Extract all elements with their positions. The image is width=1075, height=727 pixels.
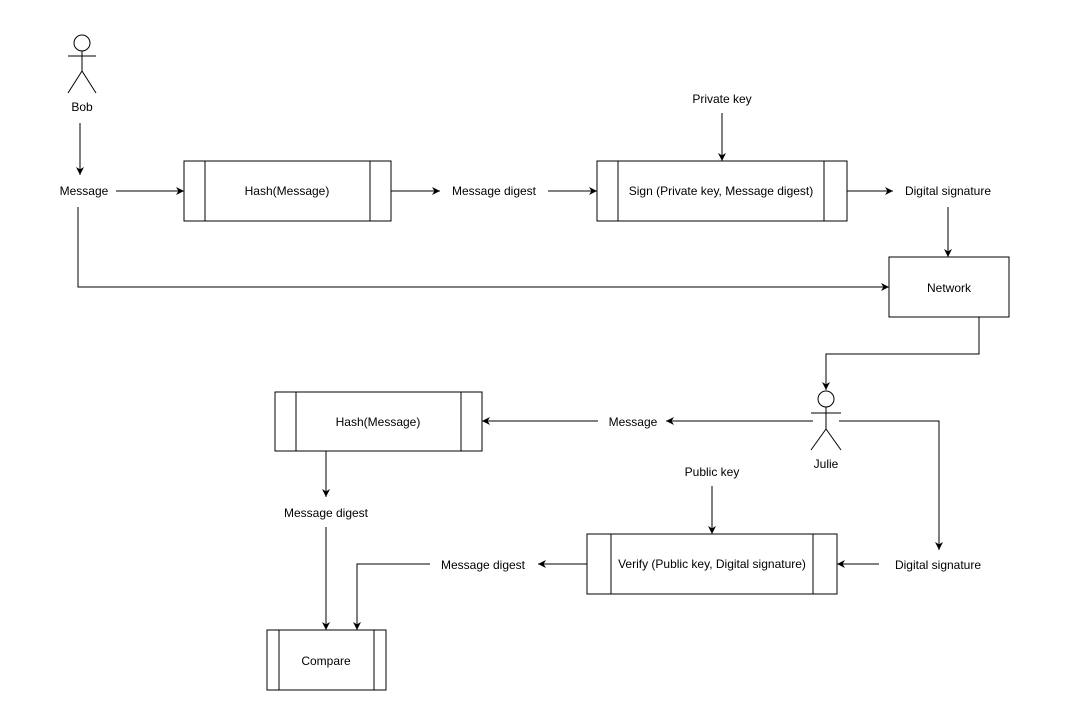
compare-process: Compare <box>266 629 387 691</box>
edge-network-to-julie <box>822 317 980 390</box>
private-key-label: Private key <box>692 92 751 106</box>
bob-actor-icon <box>67 34 97 94</box>
edge-verify-digest-to-compare <box>353 563 430 630</box>
verify-process-label: Verify (Public key, Digital signature) <box>618 557 806 571</box>
receiver-message-label: Message <box>609 415 658 429</box>
verify-process: Verify (Public key, Digital signature) <box>586 533 838 595</box>
network-label: Network <box>927 281 972 295</box>
sign-process: Sign (Private key, Message digest) <box>596 160 848 222</box>
julie-actor-icon <box>810 390 842 451</box>
receiver-digital-signature-label: Digital signature <box>895 558 981 572</box>
sender-digital-signature-label: Digital signature <box>905 184 991 198</box>
sender-message-label: Message <box>60 184 109 198</box>
network-node: Network <box>888 256 1010 318</box>
sender-message-digest-label: Message digest <box>452 184 537 198</box>
compare-process-label: Compare <box>301 654 351 668</box>
sender-hash-process-label: Hash(Message) <box>245 184 330 198</box>
sign-process-label: Sign (Private key, Message digest) <box>629 184 814 198</box>
receiver-hash-process-label: Hash(Message) <box>336 415 421 429</box>
edges <box>76 113 980 630</box>
sender-hash-process: Hash(Message) <box>183 160 392 222</box>
edge-message-to-network <box>77 207 889 291</box>
receiver-hash-process: Hash(Message) <box>274 391 483 452</box>
julie-label: Julie <box>814 457 839 471</box>
receiver-message-digest-hash-label: Message digest <box>284 506 369 520</box>
receiver-message-digest-verify-label: Message digest <box>441 558 526 572</box>
edge-julie-to-signature <box>839 420 943 550</box>
bob-label: Bob <box>71 100 93 114</box>
public-key-label: Public key <box>685 465 740 479</box>
